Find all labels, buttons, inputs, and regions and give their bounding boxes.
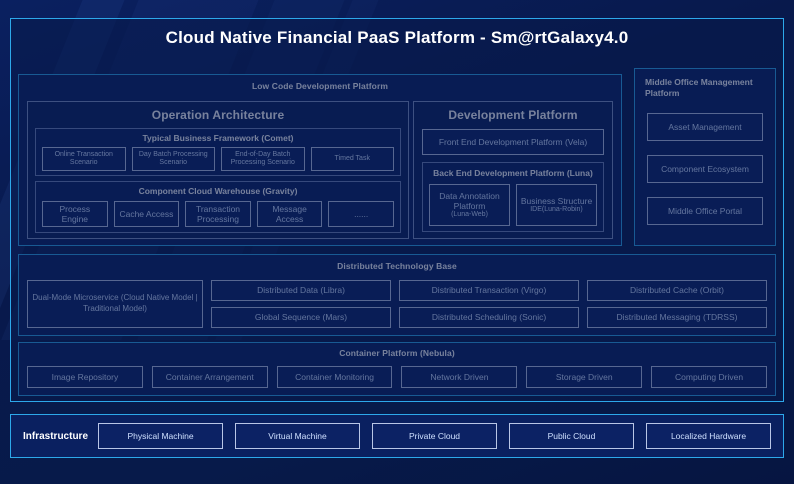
infrastructure-label: Infrastructure bbox=[23, 430, 89, 442]
chip-private-cloud[interactable]: Private Cloud bbox=[372, 423, 498, 449]
infrastructure-items: Physical Machine Virtual Machine Private… bbox=[98, 423, 772, 449]
chip-public-cloud[interactable]: Public Cloud bbox=[509, 423, 635, 449]
platform-outer-frame bbox=[10, 18, 784, 402]
chip-localized-hardware[interactable]: Localized Hardware bbox=[646, 423, 772, 449]
page-title: Cloud Native Financial PaaS Platform - S… bbox=[165, 28, 629, 47]
infrastructure-panel[interactable]: Infrastructure Physical Machine Virtual … bbox=[10, 414, 784, 458]
chip-virtual-machine[interactable]: Virtual Machine bbox=[235, 423, 361, 449]
chip-physical-machine[interactable]: Physical Machine bbox=[98, 423, 224, 449]
